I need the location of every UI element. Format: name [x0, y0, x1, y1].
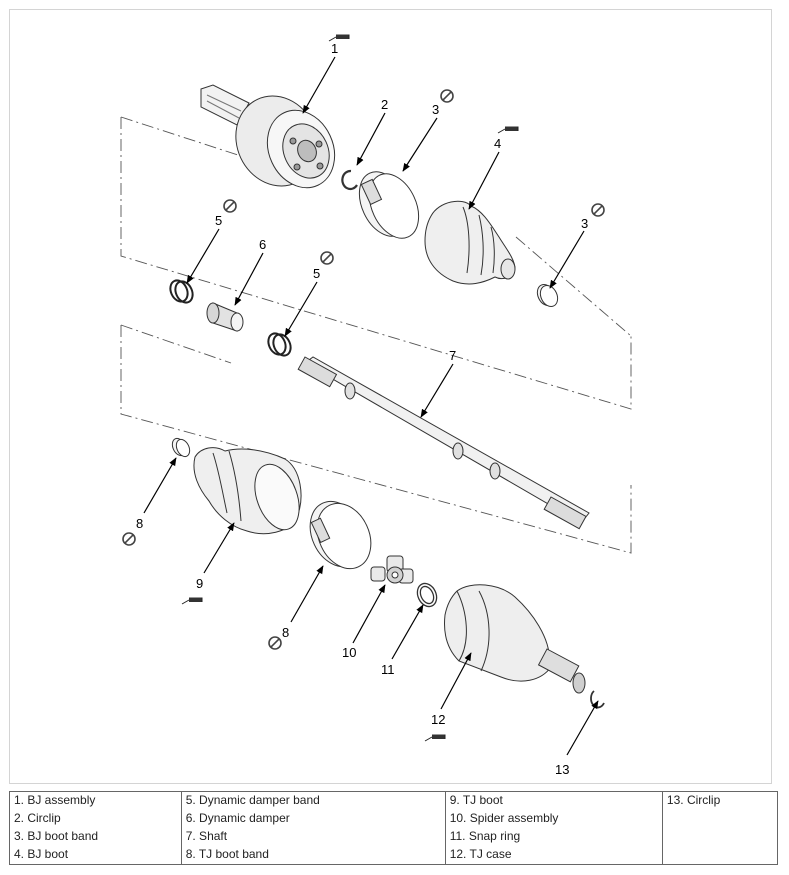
tj-boot-part — [193, 447, 302, 535]
leader-arrow-2 — [356, 112, 386, 166]
callout-3a: 3 — [432, 102, 439, 117]
legend-cell: 5. Dynamic damper band — [180, 791, 446, 810]
grease-tube-icon — [424, 734, 446, 742]
legend-cell: 10. Spider assembly — [444, 810, 663, 828]
callout-10: 10 — [342, 645, 356, 660]
parts-legend-table: 1. BJ assembly 5. Dynamic damper band 9.… — [9, 791, 779, 865]
legend-cell: 11. Snap ring — [444, 828, 663, 846]
leader-arrow-12 — [440, 652, 472, 710]
leader-arrow-13 — [566, 700, 599, 756]
prohibition-circle-icon — [591, 203, 605, 217]
leader-arrow-4 — [468, 151, 500, 210]
legend-cell: 9. TJ boot — [444, 791, 663, 810]
prohibition-circle-icon — [440, 89, 454, 103]
leader-arrow-3a — [402, 117, 438, 172]
leader-arrow-7 — [420, 363, 454, 418]
prohibition-circle-icon — [268, 636, 282, 650]
callout-4: 4 — [494, 136, 501, 151]
legend-cell: 3. BJ boot band — [9, 828, 182, 846]
circlip-lower-part — [590, 690, 605, 709]
legend-row: 1. BJ assembly 5. Dynamic damper band 9.… — [9, 791, 779, 810]
leader-arrow-6 — [234, 252, 264, 306]
bj-boot-band-part — [358, 171, 420, 239]
prohibition-circle-icon — [122, 532, 136, 546]
callout-5b: 5 — [313, 266, 320, 281]
grease-tube-icon — [181, 597, 203, 605]
legend-row: 3. BJ boot band 7. Shaft 11. Snap ring — [9, 828, 779, 846]
grease-tube-icon — [497, 126, 519, 134]
bj-assembly-part — [200, 84, 336, 189]
leader-arrow-8a — [143, 457, 177, 514]
callout-7: 7 — [449, 348, 456, 363]
callout-2: 2 — [381, 97, 388, 112]
callout-8b: 8 — [282, 625, 289, 640]
callout-11: 11 — [381, 662, 395, 677]
legend-cell — [661, 846, 779, 865]
legend-cell: 7. Shaft — [180, 828, 446, 846]
prohibition-circle-icon — [320, 251, 334, 265]
shaft-part — [297, 356, 590, 530]
tj-boot-band-small-part — [171, 437, 191, 458]
spider-assembly-part — [370, 555, 414, 584]
legend-cell: 8. TJ boot band — [180, 846, 446, 865]
callout-13: 13 — [555, 762, 569, 777]
dynamic-damper-band-right-part — [267, 332, 292, 357]
leader-arrow-10 — [352, 584, 386, 644]
legend-cell: 12. TJ case — [444, 846, 663, 865]
snap-ring-part — [416, 582, 438, 608]
callout-5a: 5 — [215, 213, 222, 228]
dynamic-damper-band-left-part — [169, 279, 194, 304]
legend-cell: 2. Circlip — [9, 810, 182, 828]
callout-6: 6 — [259, 237, 266, 252]
legend-cell: 13. Circlip — [661, 791, 779, 810]
leader-arrow-3b — [549, 230, 585, 289]
dynamic-damper-part — [206, 302, 244, 332]
legend-cell: 6. Dynamic damper — [180, 810, 446, 828]
leader-arrow-1 — [302, 56, 336, 114]
bj-boot-band-small-part — [536, 283, 559, 308]
callout-3b: 3 — [581, 216, 588, 231]
leader-arrow-8b — [290, 565, 324, 623]
legend-cell: 1. BJ assembly — [9, 791, 182, 810]
legend-cell — [661, 810, 779, 828]
assembly-dash-lines — [120, 116, 632, 554]
exploded-view-diagram: 1 2 3 4 5 6 5 3 7 8 9 8 10 11 12 13 — [9, 9, 772, 784]
circlip-part — [341, 169, 358, 191]
legend-row: 4. BJ boot 8. TJ boot band 12. TJ case — [9, 846, 779, 865]
prohibition-circle-icon — [223, 199, 237, 213]
leader-arrows — [143, 56, 599, 756]
leader-arrow-5b — [284, 281, 318, 337]
legend-cell: 4. BJ boot — [9, 846, 182, 865]
leader-arrow-9 — [203, 522, 235, 574]
leader-arrow-11 — [391, 604, 424, 660]
tj-boot-band-large-part — [309, 500, 372, 570]
callout-8a: 8 — [136, 516, 143, 531]
callout-9: 9 — [196, 576, 203, 591]
tj-case-part — [444, 584, 586, 694]
legend-row: 2. Circlip 6. Dynamic damper 10. Spider … — [9, 810, 779, 828]
drive-shaft-exploded-view: 1 2 3 4 5 6 5 3 7 8 9 8 10 11 12 13 — [120, 34, 632, 777]
bj-boot-part — [424, 200, 516, 285]
callout-12: 12 — [431, 712, 445, 727]
leader-arrow-5a — [186, 228, 220, 284]
legend-cell — [661, 828, 779, 846]
callout-1: 1 — [331, 41, 338, 56]
